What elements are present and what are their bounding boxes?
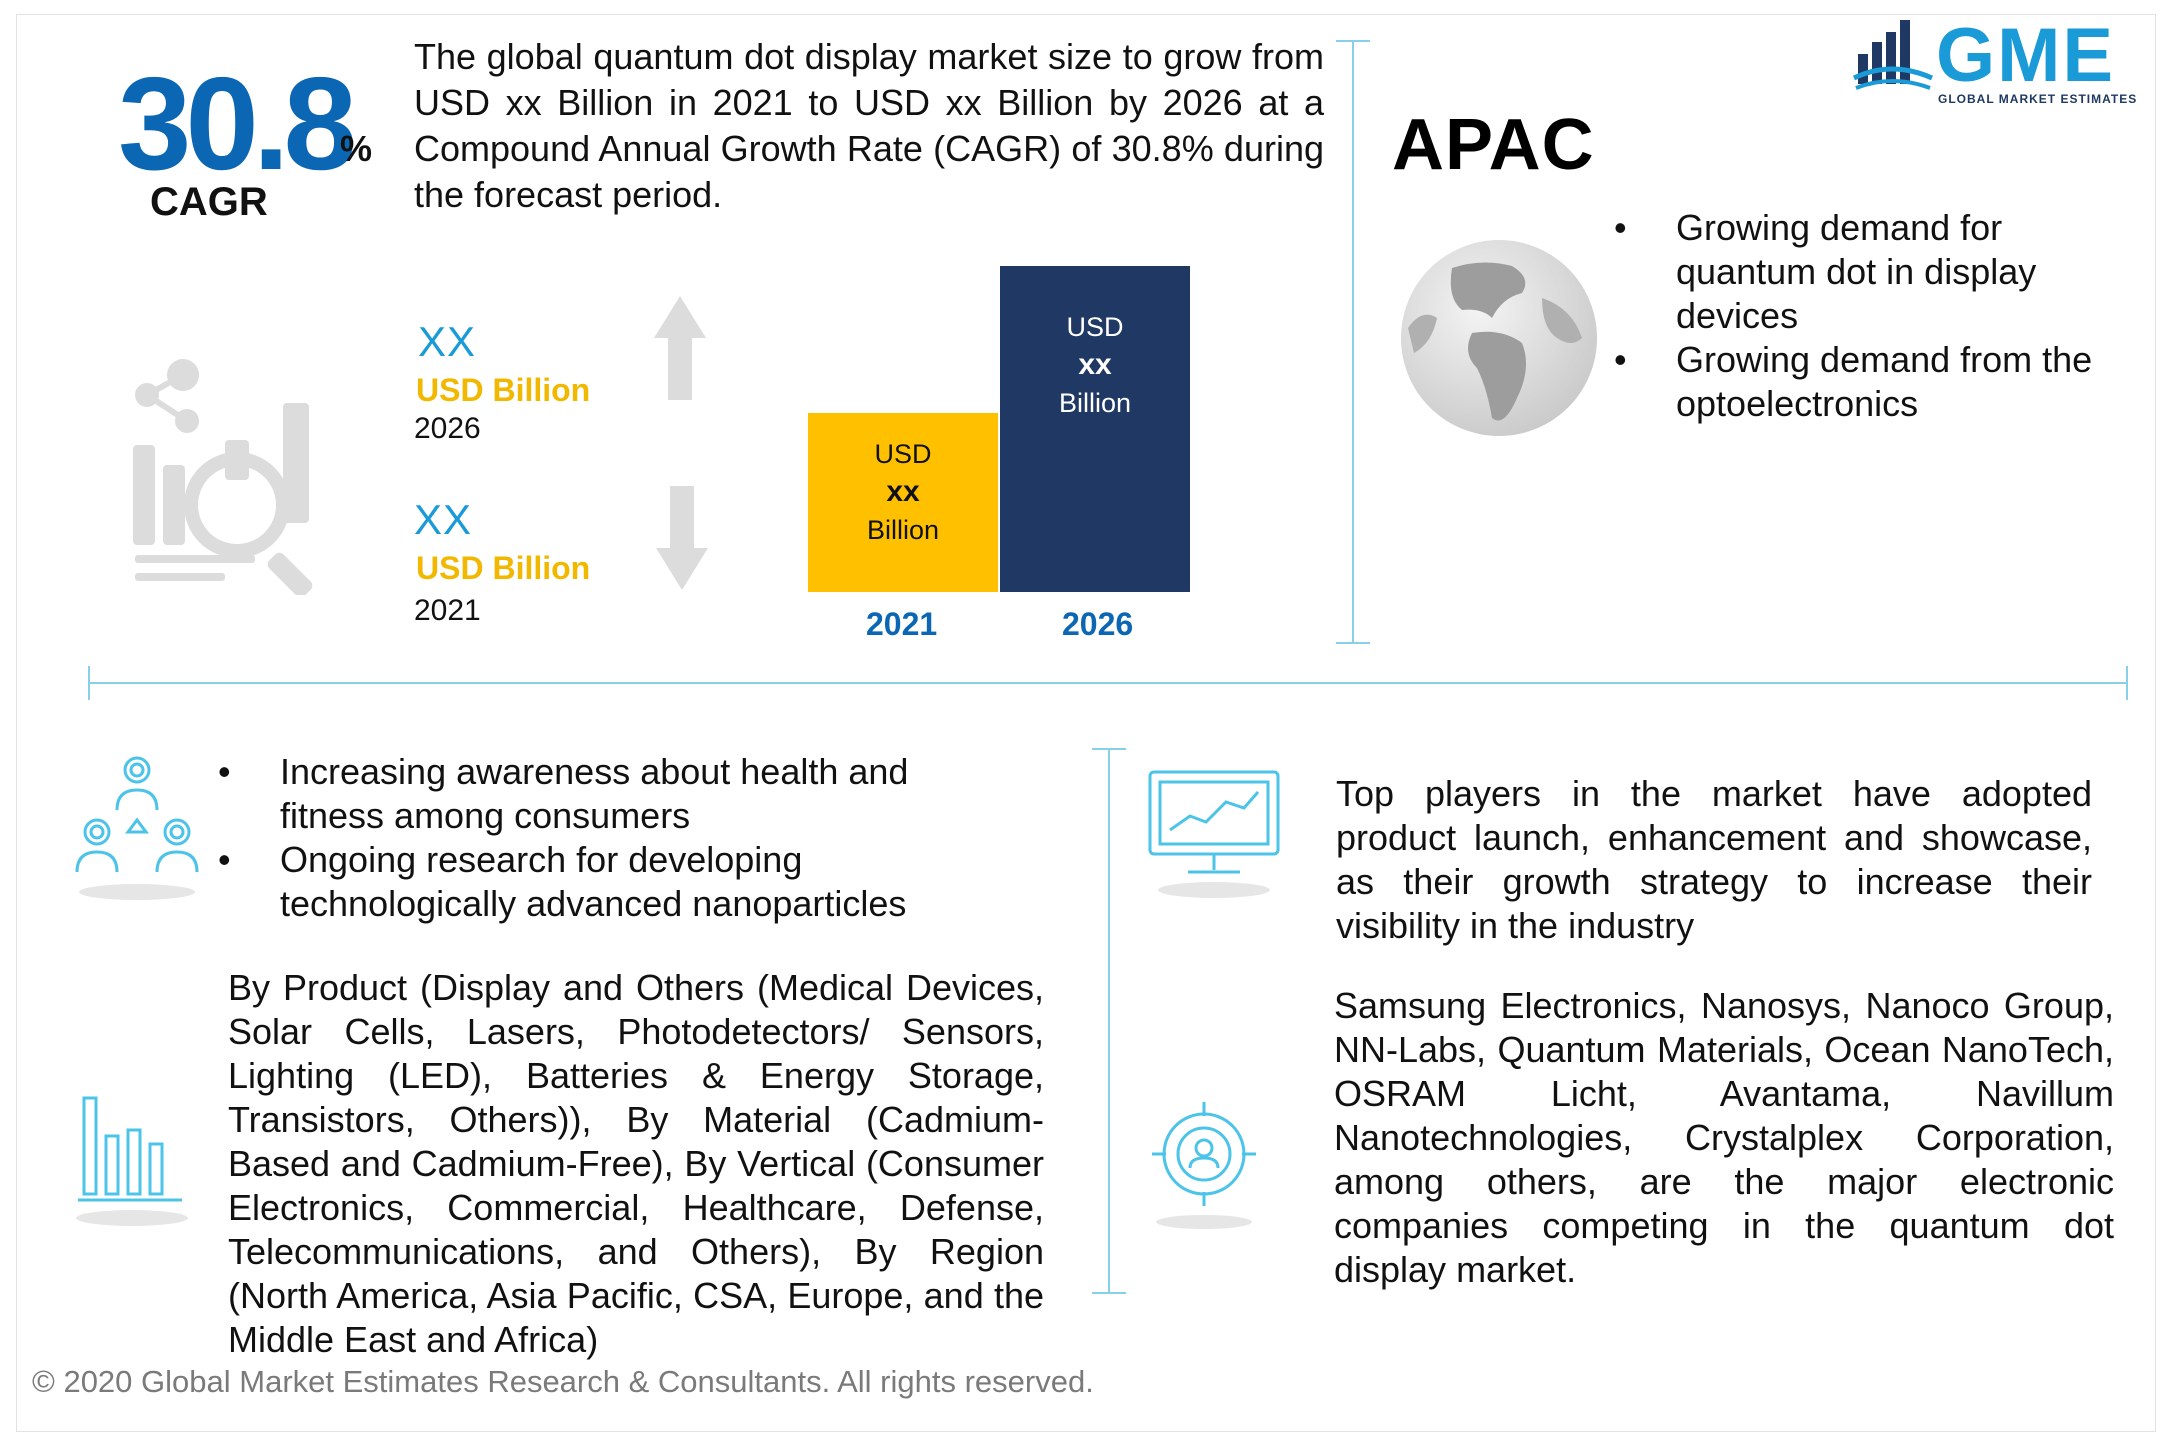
globe-icon: [1401, 240, 1597, 436]
bar-label-value: xx: [1078, 348, 1112, 381]
monitor-growth-icon: [1148, 770, 1280, 898]
divider-cap: [1092, 1292, 1126, 1294]
gme-logo-mark-icon: [1852, 20, 1934, 90]
bar-year-2026: 2026: [1062, 606, 1134, 642]
cagr-value: 30.8: [118, 50, 357, 197]
bar-label-bottom: Billion: [1058, 388, 1132, 418]
bar-label-bottom: Billion: [866, 515, 940, 545]
divider-cap: [88, 666, 90, 700]
region-bullet-item: •Growing demand for quantum dot in displ…: [1614, 207, 2037, 336]
bullet-dot: •: [218, 751, 231, 792]
divider-cap: [2126, 666, 2128, 700]
bullet-dot: •: [1614, 339, 1627, 380]
cagr-label: CAGR: [150, 180, 268, 224]
divider-cap: [1336, 40, 1370, 42]
value-2026-amount: XX: [418, 318, 477, 365]
market-intro-text: The global quantum dot display market si…: [414, 36, 1324, 215]
key-players-text: Samsung Electronics, Nanosys, Nanoco Gro…: [1334, 985, 2114, 1290]
analytics-magnifier-icon: [133, 359, 313, 595]
arrow-up-icon: [654, 296, 706, 400]
value-2021-year: 2021: [414, 594, 481, 627]
divider-cap: [1092, 748, 1126, 750]
bar-year-2021: 2021: [866, 606, 938, 642]
region-bullet-item: •Growing demand from the optoelectronics: [1614, 339, 2093, 424]
strategy-text: Top players in the market have adopted p…: [1336, 773, 2092, 946]
copyright-footer: © 2020 Global Market Estimates Research …: [32, 1364, 1094, 1399]
vertical-divider-top: [1352, 40, 1354, 644]
segmentation-text: By Product (Display and Others (Medical …: [228, 967, 1044, 1360]
infographic-frame: [16, 14, 2156, 1432]
gme-logo-text: GME: [1936, 13, 2116, 98]
drivers-bullet-item: •Ongoing research for developing technol…: [218, 839, 907, 924]
drivers-bullet-item: •Increasing awareness about health and f…: [218, 751, 909, 836]
arrow-down-icon: [656, 486, 708, 590]
bullet-dot: •: [218, 839, 231, 880]
divider-cap: [1336, 642, 1370, 644]
value-2021-unit: USD Billion: [416, 550, 591, 586]
horizontal-divider: [88, 682, 2128, 684]
bar-label-value: xx: [886, 475, 920, 508]
drivers-bullet-list: •Increasing awareness about health and f…: [218, 750, 978, 926]
gme-logo-subtitle: GLOBAL MARKET ESTIMATES: [1938, 92, 2138, 106]
segment-chart-icon: [76, 1096, 188, 1226]
value-2026-unit: USD Billion: [416, 372, 591, 408]
bullet-dot: •: [1614, 207, 1627, 248]
people-network-icon: [75, 756, 199, 900]
region-title: APAC: [1392, 105, 1595, 185]
value-2026-year: 2026: [414, 412, 481, 445]
vertical-divider-bottom: [1108, 748, 1110, 1294]
cagr-percent-sign: %: [340, 128, 373, 169]
value-2021-amount: XX: [414, 496, 473, 543]
target-user-icon: [1152, 1102, 1256, 1229]
region-bullet-list: •Growing demand for quantum dot in displ…: [1614, 206, 2114, 426]
bar-label-top: USD: [1066, 312, 1124, 342]
bar-label-top: USD: [874, 439, 932, 469]
